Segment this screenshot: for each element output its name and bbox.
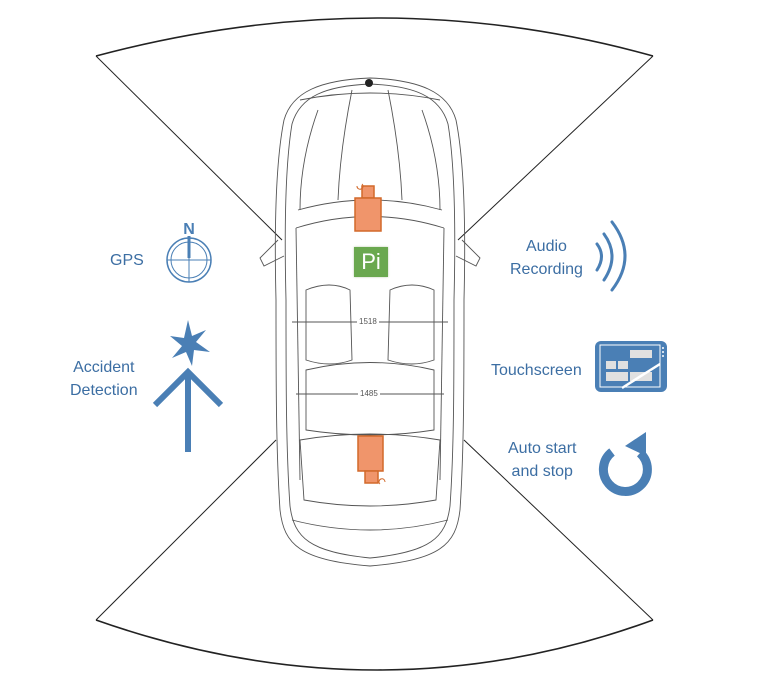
sound-waves-icon xyxy=(595,220,627,292)
compass-icon xyxy=(166,236,212,283)
front-track-dimension: 1518 xyxy=(357,317,379,327)
gps-label-line-1: GPS xyxy=(110,252,144,269)
refresh-icon xyxy=(598,432,652,496)
raspberry-pi-badge: Pi xyxy=(354,247,388,277)
hood-crease-right xyxy=(387,89,403,201)
rear-camera xyxy=(357,435,386,485)
impact-star-icon xyxy=(170,320,210,366)
rear-camera-cable xyxy=(378,478,386,485)
mirror-left xyxy=(259,239,285,267)
door-line-right xyxy=(439,227,445,481)
rear-view-cone xyxy=(95,439,654,671)
hood-line-left xyxy=(299,109,319,211)
autostart-label-line-1: Auto start xyxy=(508,440,577,457)
rear-camera-lens xyxy=(364,470,379,484)
accident-label-line-2: Detection xyxy=(70,382,138,399)
accident-detection-label: Accident Detection xyxy=(70,356,138,402)
touchscreen-label: Touchscreen xyxy=(491,359,582,382)
accident-label-line-1: Accident xyxy=(73,359,135,376)
rear-cone-left-edge xyxy=(95,439,277,621)
rear-bumper-line xyxy=(291,519,449,531)
front-cone-arc xyxy=(95,17,654,57)
touchscreen-label-line-1: Touchscreen xyxy=(491,362,582,379)
front-camera-cable xyxy=(356,183,364,190)
mirror-right xyxy=(455,239,481,267)
auto-start-stop-label: Auto start and stop xyxy=(508,437,576,483)
front-cone-left-edge xyxy=(95,55,283,241)
audio-label-line-1: Audio xyxy=(526,238,567,255)
rear-cone-right-edge xyxy=(463,439,654,621)
car-body-inner xyxy=(284,83,456,559)
front-cone-right-edge xyxy=(457,55,654,241)
front-camera xyxy=(354,183,382,232)
hood-line-right xyxy=(421,109,441,211)
autostart-label-line-2: and stop xyxy=(511,463,573,480)
front-sensor-icon xyxy=(365,79,373,87)
impact-arrow-icon xyxy=(152,320,224,452)
hood-crease-left xyxy=(337,89,353,201)
rear-seat xyxy=(305,362,435,436)
audio-label-line-2: Recording xyxy=(510,261,583,278)
compass-north-letter: N xyxy=(183,221,195,238)
front-view-cone xyxy=(95,17,654,241)
gps-label: GPS xyxy=(110,249,144,272)
rear-cone-arc xyxy=(95,619,654,671)
seat-front-left xyxy=(305,284,353,365)
front-camera-lens xyxy=(361,185,375,199)
front-camera-body xyxy=(354,197,382,232)
door-line-left xyxy=(295,227,301,481)
tablet-stylus-icon xyxy=(595,341,667,392)
rear-camera-body xyxy=(357,435,384,472)
seat-front-right xyxy=(387,284,435,365)
car-outline xyxy=(259,77,481,567)
audio-recording-label: Audio Recording xyxy=(510,235,583,281)
car-body xyxy=(274,77,466,567)
trunk-lid xyxy=(299,433,441,507)
rear-track-dimension: 1485 xyxy=(358,389,380,399)
front-bumper-line xyxy=(299,92,441,101)
